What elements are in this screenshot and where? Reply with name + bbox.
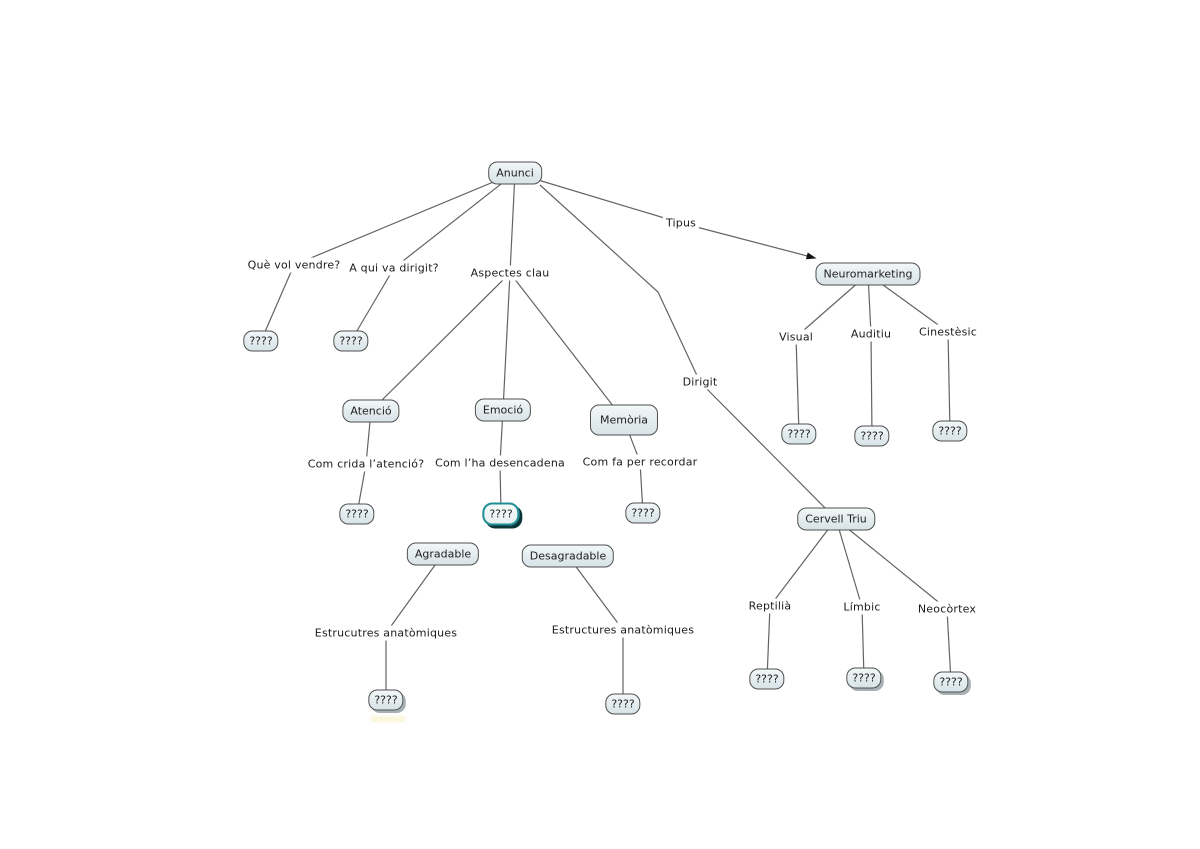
concept-node-q-memoria[interactable]: ???? — [625, 502, 661, 524]
edge-anunci-lp-dirigit[interactable] — [539, 184, 701, 383]
linking-phrase-com-lha[interactable]: Com l’ha desencadena — [432, 455, 568, 471]
edge-lp-aspectes-clau-memoria[interactable] — [509, 272, 625, 421]
concept-node-atencio[interactable]: Atenció — [342, 399, 400, 423]
linking-phrase-dirigit[interactable]: Dirigit — [679, 374, 721, 390]
edge-agradable-lp-estrucutres[interactable] — [385, 553, 444, 634]
linking-phrase-cinestesic[interactable]: Cinestèsic — [915, 324, 981, 340]
concept-node-q-dirigit[interactable]: ???? — [333, 330, 369, 352]
edge-lp-a-qui-va-dirigit-q-dirigit[interactable] — [350, 267, 395, 342]
linking-phrase-auditiu[interactable]: Auditiu — [847, 326, 895, 342]
edge-desagradable-lp-estructures[interactable] — [567, 555, 624, 631]
linking-phrase-estructures[interactable]: Estructures anatòmiques — [548, 622, 698, 638]
linking-phrase-com-fa[interactable]: Com fa per recordar — [579, 454, 701, 470]
concept-node-anunci[interactable]: Anunci — [488, 161, 542, 185]
edge-cervell-triu-lp-neocortex[interactable] — [835, 518, 948, 610]
linking-phrase-aspectes-clau[interactable]: Aspectes clau — [467, 265, 553, 281]
linking-phrase-que-vol-vendre[interactable]: Què vol vendre? — [244, 257, 344, 273]
concept-node-q-neocortex[interactable]: ???? — [933, 671, 969, 693]
edge-lp-dirigit-cervell-triu[interactable] — [699, 381, 837, 520]
concept-node-memoria[interactable]: Memòria — [589, 404, 659, 436]
edge-cervell-triu-lp-limbic[interactable] — [835, 518, 863, 608]
concept-node-q-emocio[interactable]: ???? — [482, 502, 520, 526]
concept-node-cervell-triu[interactable]: Cervell Triu — [797, 507, 875, 531]
concept-node-emocio[interactable]: Emoció — [474, 398, 532, 422]
concept-node-q-atencio[interactable]: ???? — [339, 503, 375, 525]
edge-cervell-triu-lp-reptilia[interactable] — [769, 518, 837, 607]
linking-phrase-reptilia[interactable]: Reptilià — [745, 598, 795, 614]
edge-lp-aspectes-clau-atencio[interactable] — [370, 272, 511, 412]
linking-phrase-visual[interactable]: Visual — [775, 329, 817, 345]
concept-node-desagradable[interactable]: Desagradable — [521, 544, 615, 568]
edge-lp-visual-q-visual[interactable] — [795, 336, 800, 435]
edge-anunci-lp-a-qui-va-dirigit[interactable] — [393, 172, 516, 269]
edge-lp-cinestesic-q-cinestesic[interactable] — [947, 331, 951, 432]
concept-node-q-auditiu[interactable]: ???? — [854, 425, 890, 447]
linking-phrase-com-crida[interactable]: Com crida l’atenció? — [304, 456, 428, 472]
edge-lp-neocortex-q-neocortex[interactable] — [946, 608, 952, 683]
edge-lp-limbic-q-limbic[interactable] — [861, 606, 865, 679]
edge-lp-que-vol-vendre-q-vendre[interactable] — [260, 264, 295, 342]
edge-lp-tipus-neuromarketing[interactable] — [680, 222, 817, 260]
edge-lp-auditiu-q-auditiu[interactable] — [870, 333, 873, 437]
concept-node-agradable[interactable]: Agradable — [406, 542, 480, 566]
edge-anunci-lp-que-vol-vendre[interactable] — [293, 172, 516, 266]
concept-node-q-vendre[interactable]: ???? — [243, 330, 279, 352]
concept-node-q-visual[interactable]: ???? — [781, 423, 817, 445]
concept-node-q-cinestesic[interactable]: ???? — [932, 420, 968, 442]
concept-node-q-reptilia[interactable]: ???? — [749, 668, 785, 690]
concept-node-q-desagradable[interactable]: ???? — [605, 693, 641, 715]
concept-node-q-agradable[interactable]: ???? — [368, 689, 404, 711]
edge-lp-reptilia-q-reptilia[interactable] — [766, 605, 771, 680]
highlight-artifact — [371, 716, 405, 722]
linking-phrase-neocortex[interactable]: Neocòrtex — [914, 601, 980, 617]
linking-phrase-limbic[interactable]: Límbic — [840, 599, 884, 615]
concept-node-q-limbic[interactable]: ???? — [846, 667, 882, 689]
edge-lp-aspectes-clau-emocio[interactable] — [502, 272, 511, 411]
edge-anunci-lp-aspectes-clau[interactable] — [509, 172, 516, 274]
linking-phrase-a-qui-va-dirigit[interactable]: A qui va dirigit? — [346, 260, 442, 276]
concept-node-neuromarketing[interactable]: Neuromarketing — [815, 262, 921, 286]
linking-phrase-tipus[interactable]: Tipus — [662, 215, 700, 231]
linking-phrase-estrucutres[interactable]: Estrucutres anatòmiques — [311, 625, 461, 641]
edge-anunci-lp-tipus[interactable] — [514, 172, 682, 224]
